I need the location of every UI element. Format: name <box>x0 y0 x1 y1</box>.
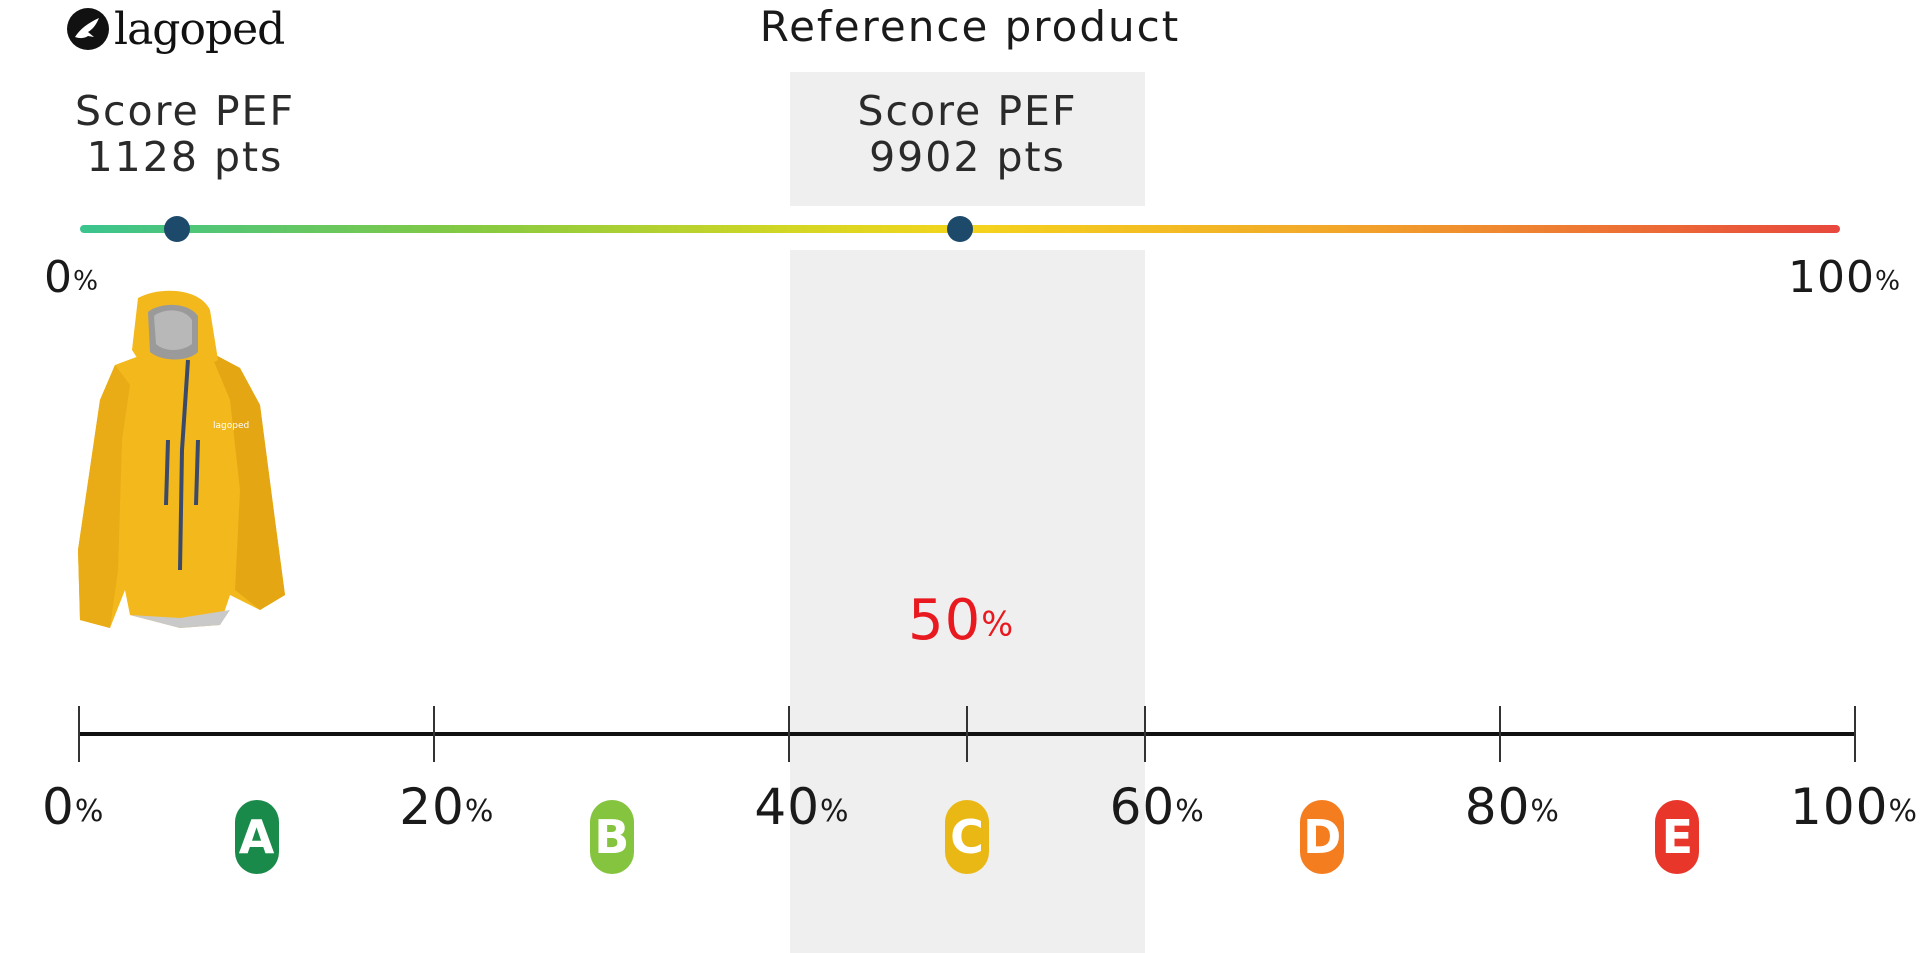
axis-label: 40% <box>754 778 850 836</box>
product-score: Score PEF 1128 pts <box>40 88 330 180</box>
reference-score: Score PEF 9902 pts <box>790 88 1145 180</box>
reference-band-top <box>790 72 1145 206</box>
axis-label: 60% <box>1109 778 1205 836</box>
reference-score-marker <box>947 216 973 242</box>
axis-label: 20% <box>399 778 495 836</box>
reference-product-title: Reference product <box>759 2 1181 51</box>
axis-label: 0% <box>42 778 105 836</box>
product-score-marker <box>163 216 190 242</box>
axis-tick <box>1854 706 1856 762</box>
reference-score-value: 9902 pts <box>869 133 1066 181</box>
grade-badge-a: A <box>234 800 279 874</box>
bird-logo-icon <box>67 8 109 50</box>
grade-badge-e: E <box>1655 800 1700 874</box>
svg-text:lagoped: lagoped <box>213 421 249 431</box>
axis-tick <box>966 706 968 762</box>
axis-tick <box>1498 706 1501 762</box>
yellow-jacket-image: lagoped <box>78 290 285 628</box>
logo-text: lagoped <box>114 3 285 55</box>
axis-tick <box>78 706 80 762</box>
reference-score-label: Score PEF <box>857 87 1078 135</box>
axis-label: 100% <box>1790 778 1918 836</box>
lagoped-logo: lagoped <box>66 2 285 56</box>
axis-label: 80% <box>1464 778 1560 836</box>
axis-tick <box>433 706 436 762</box>
gradient-max-label: 100% <box>1788 252 1902 303</box>
grade-badge-b: B <box>589 800 634 874</box>
axis-tick <box>1143 706 1146 762</box>
grade-badge-d: D <box>1300 800 1345 874</box>
grade-badge-c: C <box>945 800 989 874</box>
reference-percent: 50% <box>908 588 1015 653</box>
product-score-value: 1128 pts <box>86 133 284 181</box>
product-score-label: Score PEF <box>74 87 296 135</box>
axis-tick <box>788 706 791 762</box>
gradient-min-label: 0% <box>44 252 100 303</box>
